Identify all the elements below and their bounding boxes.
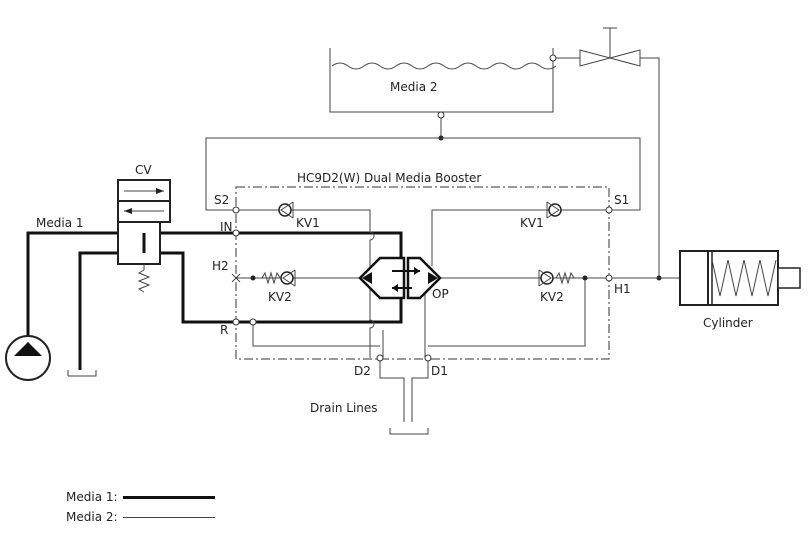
legend-media2-label: Media 2:: [66, 510, 118, 524]
cylinder-label: Cylinder: [703, 316, 753, 330]
label-h1: H1: [614, 282, 631, 296]
legend-media1: Media 1:: [66, 490, 216, 504]
legend-media2-line: [123, 517, 216, 518]
booster-core: [358, 256, 442, 300]
kv2-left-label: KV2: [268, 290, 292, 304]
label-op: OP: [432, 287, 449, 301]
supply-lines: [205, 111, 641, 211]
legend-media2: Media 2:: [66, 510, 216, 524]
booster-boundary: [235, 186, 610, 360]
label-s2: S2: [214, 193, 229, 207]
kv2-right-label: KV2: [540, 290, 564, 304]
label-d1: D1: [431, 364, 448, 378]
valve-line: [549, 27, 662, 281]
legend-media1-label: Media 1:: [66, 490, 118, 504]
media1-label: Media 1: [36, 216, 84, 230]
port-h1: [605, 274, 613, 282]
drain-lines-label: Drain Lines: [310, 401, 378, 415]
port-s1: [605, 206, 613, 214]
kv1-left-valve: KV1: [278, 201, 320, 230]
media2-tank: Media 2: [329, 48, 557, 113]
port-r: [232, 318, 240, 326]
ball-valve-left: [579, 49, 612, 67]
drain-lines: Drain Lines: [310, 361, 429, 435]
cylinder-symbol: Cylinder: [659, 250, 801, 330]
port-in: [232, 229, 240, 237]
port-r-crossing: [249, 318, 257, 326]
port-d2: [376, 354, 384, 362]
label-r: R: [220, 323, 228, 337]
label-d2: D2: [354, 364, 371, 378]
label-h2: H2: [212, 259, 229, 273]
ball-valve-right: [608, 49, 641, 67]
kv2-right-valve: KV2: [538, 269, 588, 304]
media1-circuit: [26, 231, 403, 377]
port-h2-plug: [231, 273, 241, 283]
ports: S2 IN H2 R S1 H1 OP D2 D1: [212, 193, 631, 378]
kv1-right-label: KV1: [520, 216, 544, 230]
port-d1: [424, 354, 432, 362]
label-in: IN: [220, 220, 233, 234]
kv1-left-label: KV1: [296, 216, 320, 230]
port-s2: [232, 206, 240, 214]
label-s1: S1: [614, 193, 629, 207]
media2-tank-label: Media 2: [390, 80, 438, 94]
kv2-left-valve: KV2: [250, 269, 296, 304]
cv-valve: CV: [117, 163, 171, 293]
pump-symbol: [5, 335, 51, 381]
booster-title: HC9D2(W) Dual Media Booster: [297, 171, 481, 185]
legend-media1-line: [123, 496, 216, 499]
kv1-right-valve: KV1: [520, 201, 562, 230]
cv-label: CV: [135, 163, 152, 177]
